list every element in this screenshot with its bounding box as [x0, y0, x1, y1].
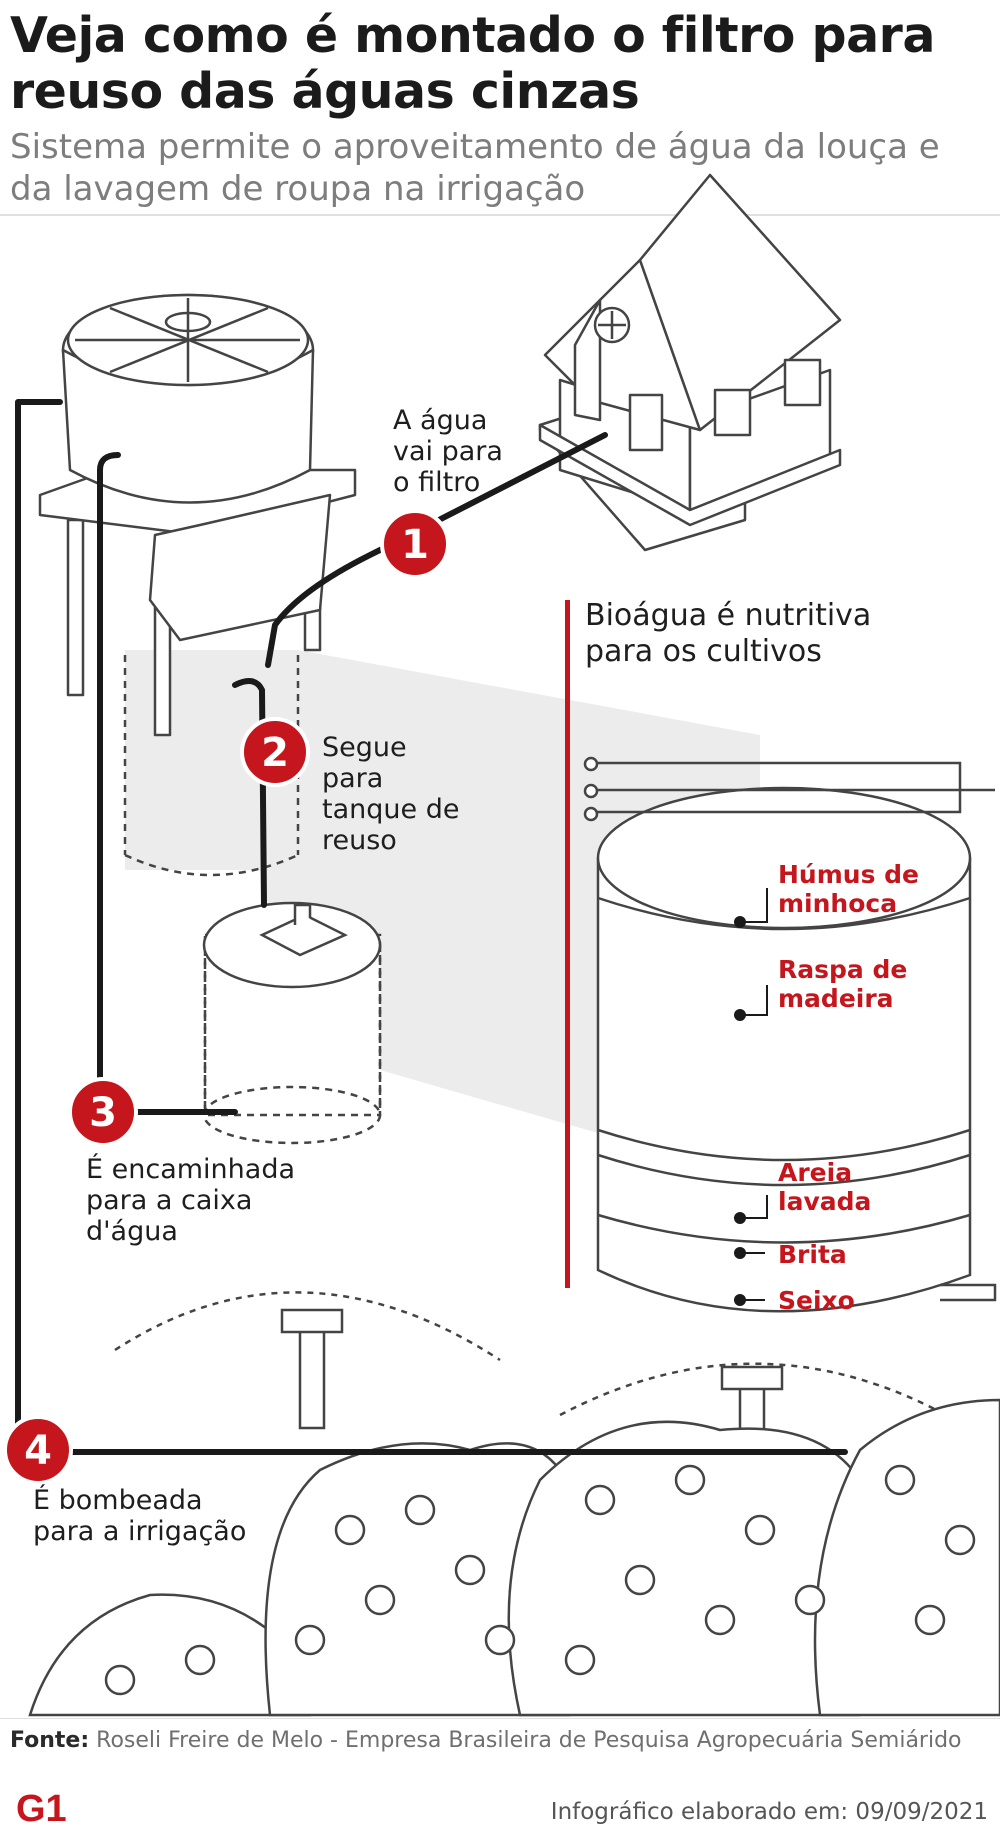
header-divider: [0, 214, 1000, 216]
svg-text:3: 3: [89, 1090, 117, 1136]
g1-logo: G1: [16, 1788, 67, 1827]
pipes: [15, 399, 848, 1455]
filter-detail-illustration: [583, 756, 997, 1313]
pipe-house-to-filter: [265, 432, 608, 668]
step-badge-3: 3: [68, 1077, 138, 1147]
layer-label-brita: Brita: [778, 1240, 847, 1269]
filter-detail-title: Bioágua é nutritiva para os cultivos: [585, 598, 872, 669]
svg-text:4: 4: [24, 1428, 52, 1474]
sprinkler-illustration: [114, 1291, 956, 1477]
svg-text:2: 2: [261, 730, 289, 776]
reuse-tank-illustration: [123, 655, 382, 1145]
step-badge-4: 4: [3, 1415, 73, 1485]
svg-text:G1: G1: [16, 1788, 67, 1827]
layer-label-humus: Húmus de minhoca: [778, 860, 920, 918]
source-text: Roseli Freire de Melo - Empresa Brasilei…: [96, 1728, 962, 1753]
source-line: Fonte: Roseli Freire de Melo - Empresa B…: [10, 1726, 995, 1756]
svg-text:1: 1: [401, 522, 429, 568]
step-4-text: É bombeada para a irrigação: [33, 1485, 247, 1547]
orchard-trees-illustration: [28, 1398, 1000, 1717]
page-subtitle: Sistema permite o aproveitamento de água…: [10, 127, 940, 209]
water-tank-tower-illustration: [38, 293, 357, 737]
pipe-filter-to-reuse-tank: [232, 678, 267, 908]
detail-accent-line: [565, 600, 570, 1288]
pipe-cistern-to-irrigation: [15, 399, 848, 1455]
step-1-text: A água vai para o filtro: [393, 405, 503, 498]
pipe-reuse-tank-to-cistern: [97, 452, 238, 1115]
layer-label-seixo: Seixo: [778, 1286, 855, 1315]
step-badge-2: 2: [240, 717, 310, 787]
layer-leaders: [734, 888, 768, 1306]
source-label: Fonte:: [10, 1728, 90, 1753]
step-3-text: É encaminhada para a caixa d'água: [86, 1154, 296, 1247]
layer-label-raspa: Raspa de madeira: [778, 955, 908, 1013]
layer-label-areia: Areia lavada: [778, 1158, 872, 1216]
step-badge-1: 1: [380, 509, 450, 579]
house-illustration: [538, 173, 842, 552]
footer-divider: [0, 1718, 1000, 1719]
page-title: Veja como é montado o filtro para reuso …: [10, 7, 935, 120]
step-badges: 1 2 3 4: [3, 509, 450, 1485]
credit-line: Infográfico elaborado em: 09/09/2021: [550, 1799, 988, 1825]
step-2-text: Segue para tanque de reuso: [322, 732, 460, 856]
